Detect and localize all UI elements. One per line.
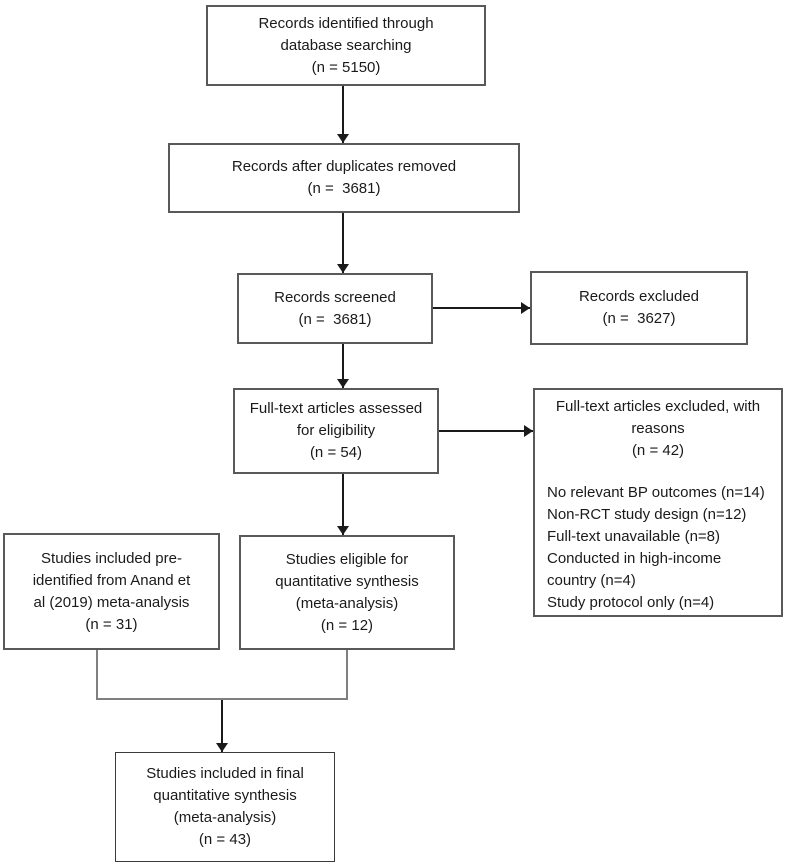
arrow-identified-to-duplicates xyxy=(342,86,344,143)
box-fulltext-excluded: Full-text articles excluded, with reason… xyxy=(533,388,783,617)
box-final-included: Studies included in final quantitative s… xyxy=(115,752,335,862)
connector-right-vertical xyxy=(346,650,348,700)
connector-left-vertical xyxy=(96,650,98,700)
arrow-fulltext-to-excluded xyxy=(439,430,533,432)
arrow-duplicates-to-screened xyxy=(342,213,344,273)
box-records-excluded: Records excluded (n = 3627) xyxy=(530,271,748,345)
connector-horizontal xyxy=(96,698,348,700)
box-duplicates-removed: Records after duplicates removed (n = 36… xyxy=(168,143,520,213)
box-eligible: Studies eligible for quantitative synthe… xyxy=(239,535,455,650)
box-pre-identified: Studies included pre- identified from An… xyxy=(3,533,220,650)
box-records-identified: Records identified through database sear… xyxy=(206,5,486,86)
arrow-fulltext-to-eligible xyxy=(342,474,344,535)
fulltext-excluded-reasons: No relevant BP outcomes (n=14) Non-RCT s… xyxy=(547,484,765,611)
arrow-screened-to-fulltext xyxy=(342,344,344,388)
box-records-screened: Records screened (n = 3681) xyxy=(237,273,433,344)
arrow-merge-to-final xyxy=(221,700,223,752)
box-fulltext-assessed: Full-text articles assessed for eligibil… xyxy=(233,388,439,474)
fulltext-excluded-heading: Full-text articles excluded, with reason… xyxy=(555,398,761,459)
arrow-screened-to-excluded xyxy=(433,307,530,309)
